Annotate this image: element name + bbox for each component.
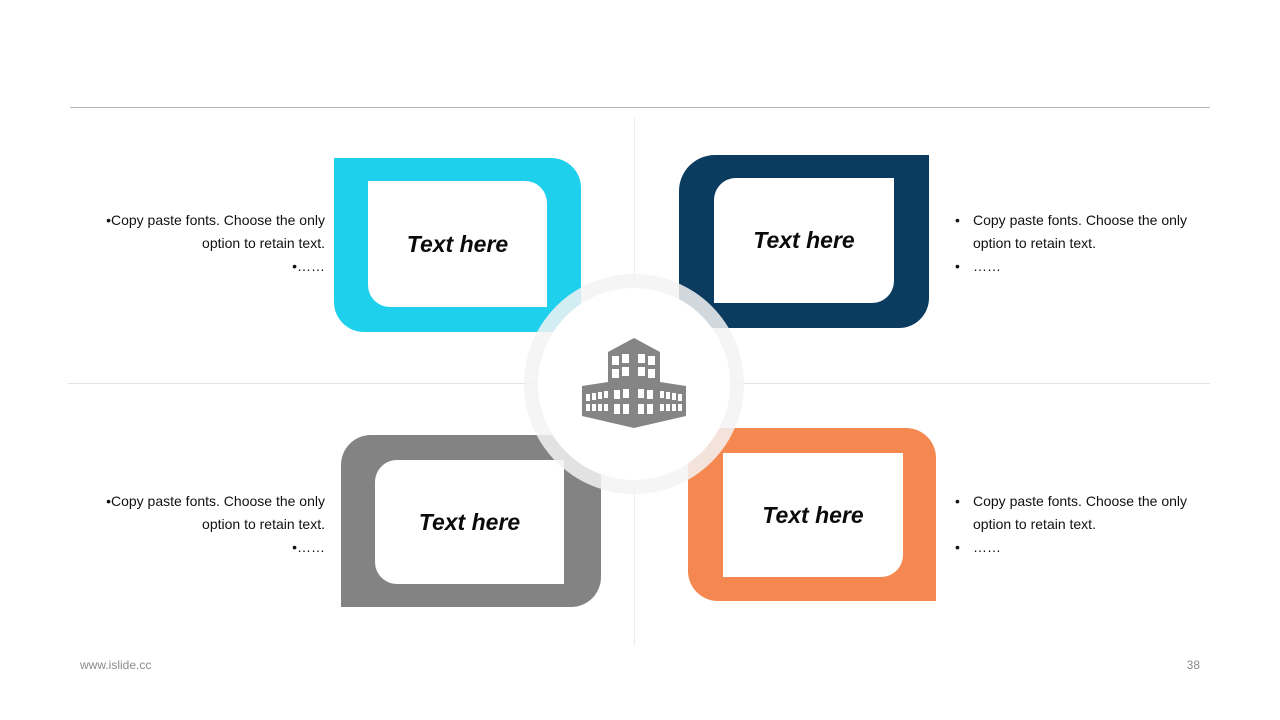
bullet-icon: • (292, 539, 297, 555)
bullet-icon: • (955, 212, 960, 228)
center-disc (538, 288, 730, 480)
card-bottom-right-label: Text here (762, 501, 864, 528)
bullet-icon: • (955, 258, 960, 274)
text-line: …… (297, 539, 325, 555)
bullet-icon: • (955, 539, 960, 555)
text-block-bottom-right: • Copy paste fonts. Choose the only optio… (955, 490, 1215, 559)
card-bottom-left-label: Text here (418, 508, 521, 535)
bullet-icon: • (292, 258, 297, 274)
text-block-top-left: •Copy paste fonts. Choose the only optio… (65, 209, 325, 278)
building-icon (582, 338, 686, 428)
text-line: option to retain text. (973, 516, 1096, 532)
card-bottom-left-inner: Text here (375, 460, 564, 584)
text-line: Copy paste fonts. Choose the only (973, 212, 1188, 228)
text-line: Copy paste fonts. Choose the only (110, 212, 325, 228)
bullet-icon: • (955, 493, 960, 509)
card-top-right-label: Text here (753, 227, 855, 253)
text-line: option to retain text. (973, 235, 1096, 251)
text-line: Copy paste fonts. Choose the only (110, 493, 325, 509)
text-line: …… (297, 258, 325, 274)
card-top-left-inner: Text here (368, 181, 547, 307)
top-divider (70, 107, 1210, 108)
card-bottom-right[interactable]: Text here (688, 428, 936, 601)
bullet-icon: • (106, 493, 111, 509)
card-top-right-inner: Text here (714, 178, 894, 303)
card-top-left[interactable]: Text here (334, 158, 581, 332)
text-line: …… (973, 539, 1001, 555)
page-number: 38 (1186, 658, 1200, 672)
card-bottom-right-inner: Text here (723, 453, 903, 577)
card-bottom-left[interactable]: Text here (341, 435, 601, 607)
text-block-top-right: • Copy paste fonts. Choose the only optio… (955, 209, 1215, 278)
text-line: option to retain text. (202, 516, 325, 532)
bullet-icon: • (106, 212, 111, 228)
text-line: Copy paste fonts. Choose the only (973, 493, 1188, 509)
text-line: …… (973, 258, 1001, 274)
text-block-bottom-left: •Copy paste fonts. Choose the only optio… (65, 490, 325, 559)
footer-website[interactable]: www.islide.cc (80, 658, 152, 672)
card-top-left-label: Text here (406, 230, 509, 257)
text-line: option to retain text. (202, 235, 325, 251)
card-top-right[interactable]: Text here (679, 155, 929, 328)
